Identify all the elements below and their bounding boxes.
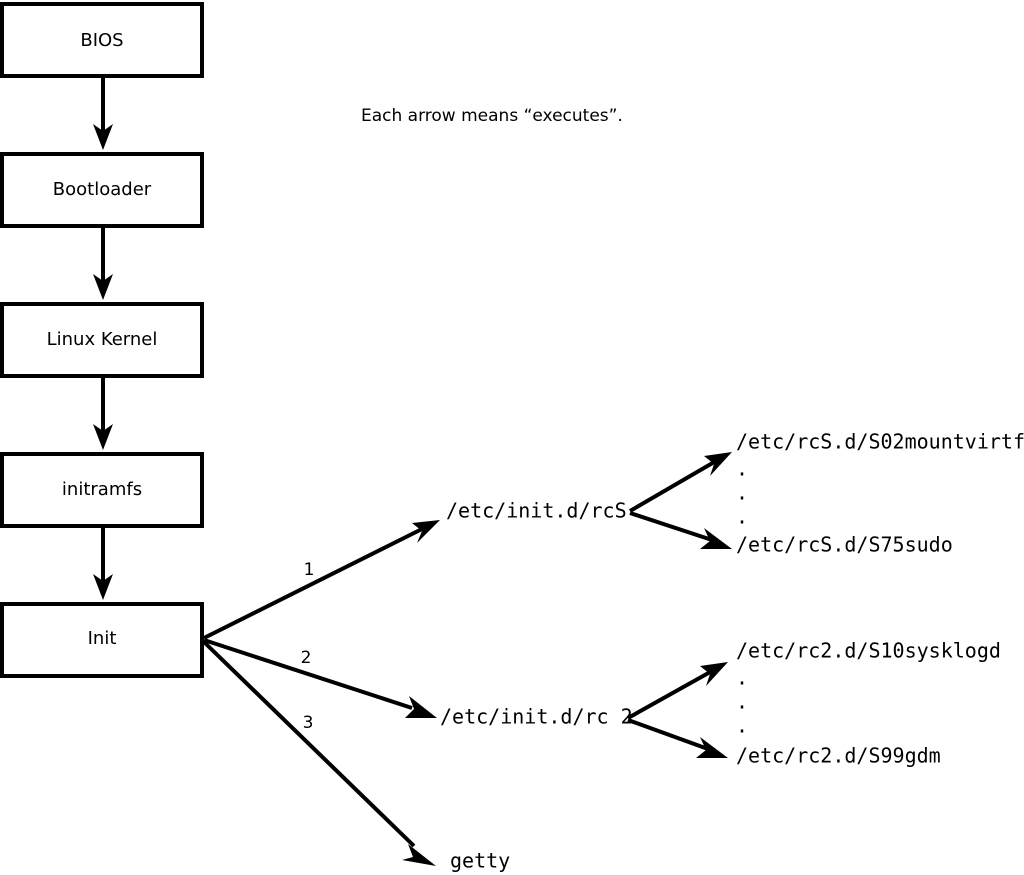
rcs-script-fan bbox=[628, 452, 732, 549]
arrow-head bbox=[93, 124, 113, 150]
arrow-head bbox=[700, 662, 728, 686]
arrow-initramfs-to-init bbox=[93, 526, 113, 600]
arrow-head bbox=[696, 737, 728, 758]
arrow-shaft bbox=[202, 640, 416, 848]
arrow-head bbox=[405, 696, 437, 718]
bootloader-box[interactable] bbox=[0, 152, 204, 228]
arrow-init-to-rc2: 2 bbox=[203, 638, 437, 718]
arrow-kernel-to-initramfs bbox=[93, 376, 113, 450]
bios-box[interactable] bbox=[0, 2, 204, 78]
rc2-script-fan bbox=[627, 662, 728, 758]
node-linux-kernel[interactable]: Linux Kernel bbox=[0, 302, 204, 378]
rcs-ellipsis-dot-1: . bbox=[736, 457, 748, 481]
legend-note: Each arrow means “executes”. bbox=[361, 106, 623, 126]
initramfs-label: initramfs bbox=[62, 479, 142, 500]
arrow-head bbox=[93, 274, 113, 300]
arrow-init-to-getty: 3 bbox=[202, 640, 436, 866]
rc2-ellipsis-dot-1: . bbox=[736, 666, 748, 690]
target-label-rc2: /etc/init.d/rc 2 bbox=[440, 705, 633, 729]
init-label: Init bbox=[88, 628, 117, 649]
rcs-ellipsis-dot-3: . bbox=[736, 505, 748, 529]
arrow-shaft bbox=[629, 511, 713, 542]
arrow-shaft bbox=[203, 526, 425, 640]
arrow-shaft bbox=[628, 459, 718, 513]
node-initramfs[interactable]: initramfs bbox=[0, 452, 204, 528]
init-box[interactable] bbox=[0, 602, 204, 678]
arrow-head bbox=[402, 844, 436, 866]
bootloader-label: Bootloader bbox=[53, 179, 152, 200]
arrow-shaft bbox=[203, 638, 413, 710]
arrow-head bbox=[93, 424, 113, 450]
arrow-head bbox=[700, 528, 732, 549]
edge-number-2: 2 bbox=[301, 648, 312, 668]
arrow-head bbox=[412, 520, 440, 543]
rcs-script-last: /etc/rcS.d/S75sudo bbox=[736, 533, 953, 557]
arrow-shaft bbox=[627, 718, 709, 751]
rc2-ellipsis-dot-3: . bbox=[736, 714, 748, 738]
edge-number-1: 1 bbox=[304, 560, 315, 580]
target-label-getty: getty bbox=[450, 849, 510, 873]
bios-label: BIOS bbox=[80, 30, 123, 51]
rc2-script-last: /etc/rc2.d/S99gdm bbox=[736, 744, 941, 768]
linux-kernel-label: Linux Kernel bbox=[47, 329, 158, 350]
rc2-script-first: /etc/rc2.d/S10sysklogd bbox=[736, 639, 1001, 663]
rcs-ellipsis-dot-2: . bbox=[736, 481, 748, 505]
arrow-head bbox=[93, 574, 113, 600]
arrow-init-to-rcs: 1 bbox=[203, 520, 440, 640]
linux-kernel-box[interactable] bbox=[0, 302, 204, 378]
node-bootloader[interactable]: Bootloader bbox=[0, 152, 204, 228]
rcs-script-first: /etc/rcS.d/S02mountvirtfs bbox=[736, 430, 1024, 454]
node-init[interactable]: Init bbox=[0, 602, 204, 678]
arrow-shaft bbox=[627, 669, 713, 720]
edge-number-3: 3 bbox=[303, 713, 314, 733]
rc2-ellipsis-dot-2: . bbox=[736, 690, 748, 714]
arrow-bios-to-bootloader bbox=[93, 76, 113, 150]
node-bios[interactable]: BIOS bbox=[0, 2, 204, 78]
arrow-bootloader-to-kernel bbox=[93, 226, 113, 300]
target-label-rcs: /etc/init.d/rcS bbox=[446, 499, 627, 523]
arrow-head bbox=[704, 452, 732, 476]
